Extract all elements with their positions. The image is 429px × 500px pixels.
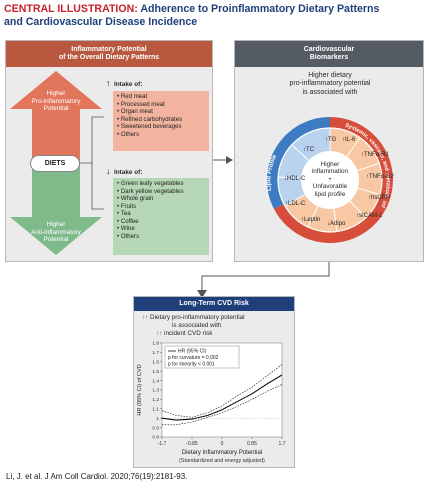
anti-food-item: Whole grain	[117, 195, 184, 203]
anti-food-item: Green leafy vegetables	[117, 180, 184, 188]
title-lead: CENTRAL ILLUSTRATION:	[4, 3, 138, 15]
anti-food-item: Tea	[117, 210, 184, 218]
citation: Li, J. et al. J Am Coll Cardiol. 2020;76…	[6, 472, 188, 481]
x-tick-label: -0.85	[186, 441, 198, 447]
connector-arrow-right	[213, 156, 233, 164]
anti-foods-list: Green leafy vegetablesDark yellow vegeta…	[117, 180, 184, 240]
pro-food-item: Sweetened beverages	[117, 123, 182, 131]
title-line-2: and Cardiovascular Disease Incidence	[4, 16, 198, 28]
legend-box	[164, 345, 240, 369]
marker-sicam: ↑sICAM-1	[356, 213, 383, 219]
y-tick-label: 0.8	[152, 435, 159, 441]
biomarker-wheel: Lipid Profile Systemic, vascular, and me…	[235, 99, 393, 243]
y-tick-label: 0.9	[152, 425, 159, 431]
ci-upper-line	[161, 364, 283, 418]
anti-food-item: Dark yellow vegetables	[117, 188, 184, 196]
inflammatory-potential-arrow	[10, 71, 102, 255]
marker-leptin: ↑Leptin	[301, 217, 321, 223]
marker-tc: ↑TC	[303, 147, 314, 153]
y-tick-label: 1.5	[152, 369, 159, 375]
y-tick-label: 1.1	[152, 407, 159, 413]
x-axis-label: Dietary Inflammatory Potential	[182, 450, 262, 456]
x-tick-label: 0.85	[247, 441, 257, 447]
cvd-panel-header: Long-Term CVD Risk	[134, 297, 294, 311]
x-tick-label: 0	[221, 441, 224, 447]
anti-food-item: Wine	[117, 225, 184, 233]
connector-arrow-down	[197, 262, 330, 298]
figure-title: CENTRAL ILLUSTRATION: Adherence to Proin…	[4, 3, 425, 29]
y-tick-label: 1.8	[152, 341, 159, 347]
pro-food-item: Refined carbohydrates	[117, 116, 182, 124]
x-tick-label: -1.7	[158, 441, 167, 447]
marker-tnfr1: ↑TNFα-R1	[361, 152, 389, 158]
biomarkers-title-1: Cardiovascular	[303, 45, 355, 53]
dietary-panel-header: Inflammatory Potential of the Overall Di…	[6, 41, 212, 67]
pro-potential-label: Higher Pro-inflammatory Potential	[31, 90, 81, 113]
anti-inflammatory-arrow	[10, 163, 102, 255]
legend-label: HR (95% CI)	[178, 349, 207, 355]
anti-food-item: Others	[117, 233, 184, 241]
marker-hdl: ↓HDL-C	[284, 176, 306, 182]
pro-intake-heading: Intake of:	[114, 81, 143, 88]
x-axis-sublabel: (Standardized and energy adjusted)	[179, 458, 265, 464]
y-tick-label: 1.7	[152, 350, 159, 356]
pro-food-item: Others	[117, 131, 182, 139]
y-tick-label: 1.3	[152, 388, 159, 394]
y-tick-label: 1.2	[152, 397, 159, 403]
p-linearity: p for linearity < 0.001	[168, 361, 215, 367]
cvd-statement: ↑↑ Dietary pro-inflammatory potential is…	[142, 314, 245, 337]
y-tick-label: 1.4	[152, 378, 159, 384]
cvd-panel-title: Long-Term CVD Risk	[179, 299, 249, 307]
dietary-patterns-panel: Inflammatory Potential of the Overall Di…	[5, 40, 213, 262]
pro-food-item: Red meat	[117, 93, 182, 101]
diets-badge: DIETS	[30, 155, 80, 172]
center-circle	[301, 151, 359, 209]
p-curvature: p for curvature = 0.002	[168, 355, 219, 361]
biomarkers-panel: Cardiovascular Biomarkers Higher dietary…	[234, 40, 424, 262]
dietary-panel-title-1: Inflammatory Potential	[71, 45, 147, 53]
pro-food-item: Processed meat	[117, 101, 182, 109]
marker-ldl: ↑LDL-C	[285, 201, 306, 207]
marker-hscrp: ↑hsCRP	[368, 195, 391, 201]
anti-food-item: Fruits	[117, 203, 184, 211]
pro-food-item: Organ meat	[117, 108, 182, 116]
hr-line	[161, 374, 283, 421]
marker-adipo: ↓Adipo	[327, 221, 346, 227]
pro-foods-list: Red meatProcessed meatOrgan meatRefined …	[117, 93, 182, 138]
anti-intake-heading: Intake of:	[114, 169, 143, 176]
anti-food-item: Coffee	[117, 218, 184, 226]
double-up-arrow-icon: ↑↑	[142, 314, 149, 321]
anti-potential-label: Higher Anti-inflammatory Potential	[31, 221, 81, 244]
cvd-risk-panel: Long-Term CVD Risk ↑↑ Dietary pro-inflam…	[133, 296, 295, 468]
center-text: Higher inflammation + Unfavorable lipid …	[311, 161, 349, 198]
cvd-risk-chart: 0.8 0.9 1 1.1 1.2 1.3 1.4 1.5 1.6 1.7 1.8 -1.7 -0.85…	[137, 341, 286, 464]
marker-il6: ↑IL-6	[342, 137, 356, 143]
marker-tnfr2: ↑TNFα-R2	[366, 174, 394, 180]
y-axis-label: HR (95% CI) of CVD	[137, 364, 143, 415]
pro-inflammatory-arrow	[10, 71, 102, 163]
dietary-panel-title-2: of the Overall Dietary Patterns	[58, 54, 160, 61]
double-up-arrow-icon-2: ↑↑	[156, 330, 163, 337]
y-tick-label: 1	[156, 416, 159, 422]
biomarkers-title-2: Biomarkers	[309, 54, 349, 61]
up-arrow-icon: ↑	[106, 78, 111, 88]
title-line-1: Adherence to Proinflammatory Dietary Pat…	[140, 3, 380, 15]
biomarkers-subtitle: Higher dietary pro-inflammatory potentia…	[289, 72, 371, 96]
biomarkers-panel-header: Cardiovascular Biomarkers	[235, 41, 423, 67]
diets-connectors	[80, 116, 104, 210]
ci-lower-line	[162, 384, 283, 426]
down-arrow-icon: ↓	[106, 166, 111, 176]
y-tick-label: 1.6	[152, 360, 159, 366]
x-tick-label: 1.7	[279, 441, 286, 447]
marker-tg: ↑TG	[325, 137, 337, 143]
